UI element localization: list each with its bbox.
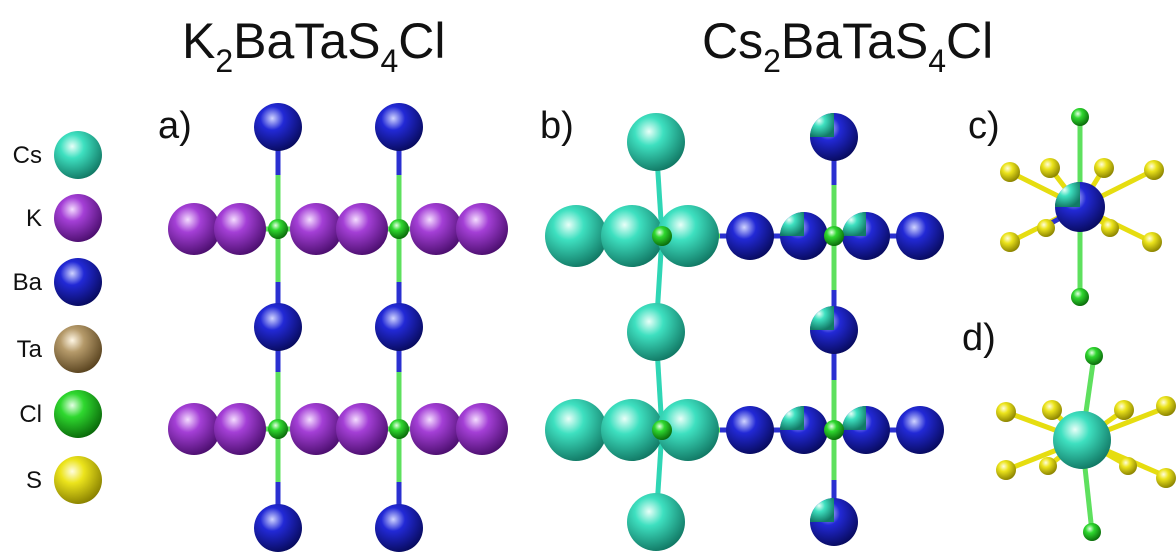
atom-k [336, 403, 388, 455]
atom-ba [896, 212, 944, 260]
legend-label-ba: Ba [13, 269, 43, 296]
atom-cs [1053, 411, 1111, 469]
atom-cs [545, 399, 607, 461]
atom-k [336, 203, 388, 255]
legend-label-ta: Ta [17, 336, 43, 363]
atom-k [456, 403, 508, 455]
atom-k [214, 203, 266, 255]
atom-s [1114, 400, 1134, 420]
mixed-site-atom [780, 406, 828, 454]
atom-cl [1085, 347, 1103, 365]
panel-label-d: d) [962, 317, 996, 359]
legend-swatch-k [54, 194, 102, 242]
atom-ba [254, 504, 302, 552]
legend-swatch-cs [54, 131, 102, 179]
atom-s [1144, 160, 1164, 180]
atom-ba [896, 406, 944, 454]
atom-k [168, 203, 220, 255]
atom-s [996, 460, 1016, 480]
atom-cs [601, 399, 663, 461]
panel-a-structure [168, 103, 508, 552]
atom-s [1000, 162, 1020, 182]
atom-k [456, 203, 508, 255]
mixed-site-atom [810, 113, 858, 161]
panel-label-a: a) [158, 105, 192, 147]
atom-k [410, 203, 462, 255]
atom-cs [657, 205, 719, 267]
atom-cs [627, 303, 685, 361]
atom-ba [375, 303, 423, 351]
atom-cl [652, 420, 672, 440]
atom-cl [1083, 523, 1101, 541]
panel-label-b: b) [540, 105, 574, 147]
panel-d-coordination [996, 347, 1176, 541]
atom-s [1156, 468, 1176, 488]
atom-k [410, 403, 462, 455]
atom-cl [1071, 108, 1089, 126]
atom-s [996, 402, 1016, 422]
atom-ba [254, 103, 302, 151]
legend-label-s: S [26, 467, 42, 494]
atom-s [1040, 158, 1060, 178]
atom-s [1042, 400, 1062, 420]
atom-cl [824, 226, 844, 246]
atom-cl [1071, 288, 1089, 306]
panel-label-c: c) [968, 105, 1000, 147]
atom-cs [657, 399, 719, 461]
atom-ba [375, 103, 423, 151]
title-cs2batas4cl: Cs2BaTaS4Cl [702, 13, 993, 79]
atom-s [1101, 219, 1119, 237]
atom-ba [726, 406, 774, 454]
mixed-site-atom [780, 212, 828, 260]
mixed-site-atom [1055, 182, 1105, 232]
mixed-site-atom [810, 306, 858, 354]
atom-s [1000, 232, 1020, 252]
atom-s [1142, 232, 1162, 252]
atom-ba [726, 212, 774, 260]
mixed-site-atom [842, 406, 890, 454]
atom-cs [627, 113, 685, 171]
atom-s [1094, 158, 1114, 178]
atom-k [290, 203, 342, 255]
legend: Cs K Ba Ta Cl S [13, 131, 102, 504]
atom-k [168, 403, 220, 455]
atom-cl [652, 226, 672, 246]
legend-label-cs: Cs [13, 142, 42, 169]
atom-s [1037, 219, 1055, 237]
atom-ba [375, 504, 423, 552]
mixed-site-atom [842, 212, 890, 260]
atom-ba [254, 303, 302, 351]
legend-swatch-ba [54, 258, 102, 306]
atom-s [1119, 457, 1137, 475]
atom-cl [268, 419, 288, 439]
atom-cl [389, 419, 409, 439]
legend-swatch-cl [54, 390, 102, 438]
atom-cl [389, 219, 409, 239]
legend-label-k: K [26, 205, 42, 232]
atom-k [290, 403, 342, 455]
atom-cs [601, 205, 663, 267]
atom-cs [627, 493, 685, 551]
atom-cs [545, 205, 607, 267]
title-k2batas4cl: K2BaTaS4Cl [182, 13, 446, 79]
legend-swatch-ta [54, 325, 102, 373]
atom-s [1039, 457, 1057, 475]
legend-swatch-s [54, 456, 102, 504]
panel-c-coordination [1000, 108, 1164, 306]
atom-cl [268, 219, 288, 239]
atom-cl [824, 420, 844, 440]
legend-label-cl: Cl [19, 401, 42, 428]
panel-b-structure [545, 113, 944, 551]
atom-k [214, 403, 266, 455]
mixed-site-atom [810, 498, 858, 546]
atom-s [1156, 396, 1176, 416]
